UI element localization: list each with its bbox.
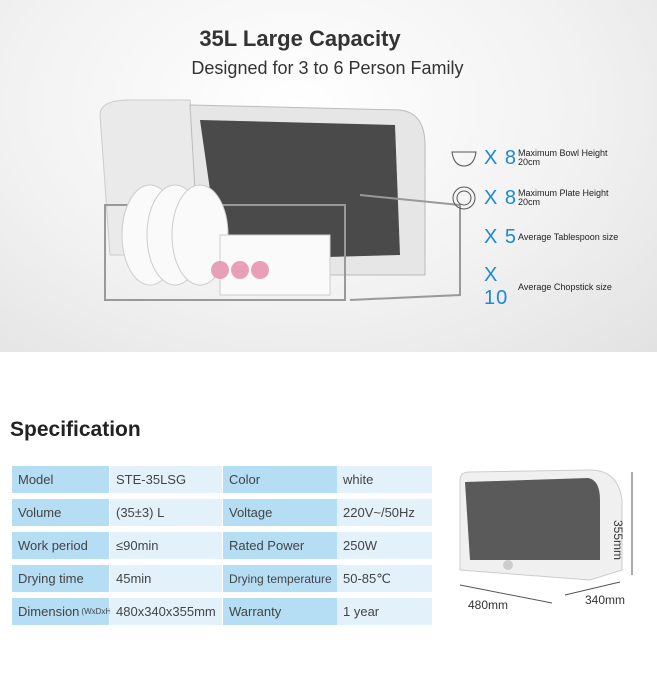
spec-title: Specification [10,418,141,441]
hero-subtitle: Designed for 3 to 6 Person Family [191,58,464,78]
height-dimension: 355mm [611,520,625,561]
product-dimension-image [459,469,633,604]
hero-banner: 35L Large Capacity Designed for 3 to 6 P… [0,0,657,352]
chopstick-icon [450,275,478,299]
plate-icon [450,186,478,210]
width-dimension: 480mm [468,598,509,612]
hero-title: 35L Large Capacity [199,26,401,51]
depth-dimension: 340mm [585,593,626,607]
dish-sterilizer-image [99,99,461,301]
feature-spoon: X 5 Average Tablespoon size [450,225,618,249]
spoon-icon [450,225,478,249]
bowl-icon [450,146,478,170]
feature-chopstick: X 10 Average Chopstick size [450,264,612,310]
